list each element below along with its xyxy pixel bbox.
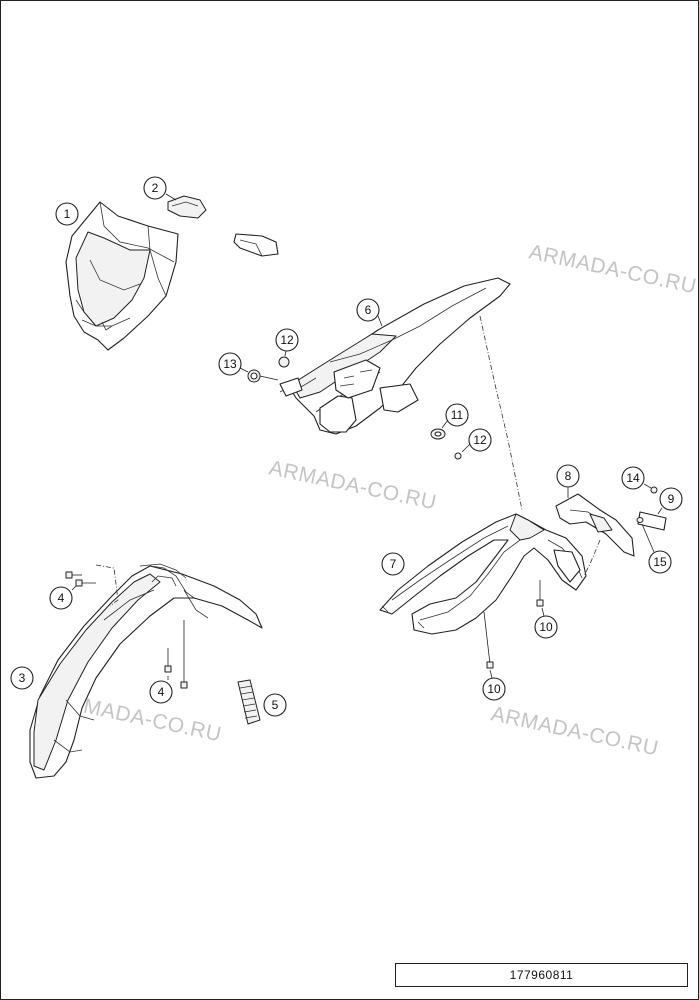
callout-5: 5 (263, 693, 287, 717)
svg-text:10: 10 (487, 682, 501, 696)
svg-text:4: 4 (158, 685, 165, 699)
callout-12-right: 12 (461, 428, 492, 453)
callout-7: 7 (381, 552, 405, 576)
svg-text:4: 4 (58, 591, 65, 605)
callout-10-bottom: 10 (482, 669, 506, 701)
callout-8: 8 (556, 464, 580, 498)
watermark-2: ARMADA-CO.RU (267, 456, 439, 514)
svg-text:7: 7 (390, 557, 397, 571)
svg-text:11: 11 (451, 408, 464, 422)
rubber-strap-part (167, 195, 279, 257)
callout-4-left: 4 (49, 585, 77, 610)
callout-11: 11 (441, 403, 469, 429)
side-panel-bolts-part (483, 580, 544, 669)
document-number: 177960811 (395, 963, 688, 987)
svg-text:3: 3 (19, 671, 26, 685)
fender-sticker-part (237, 679, 261, 725)
front-fender-part (29, 563, 263, 779)
callout-2: 2 (143, 176, 177, 201)
watermark-1: ARMADA-CO.RU (527, 240, 699, 298)
callout-12-top: 12 (275, 328, 299, 357)
svg-text:12: 12 (473, 433, 487, 447)
svg-text:12: 12 (280, 333, 294, 347)
callout-4-bottom: 4 (149, 676, 173, 704)
rear-fender-part (279, 277, 511, 435)
svg-text:9: 9 (668, 492, 675, 506)
callout-15: 15 (641, 523, 672, 574)
alignment-line (479, 315, 523, 511)
watermark-4: ARMADA-CO.RU (489, 702, 661, 760)
callout-9: 9 (657, 487, 683, 515)
callout-10-right: 10 (534, 607, 558, 639)
callout-1: 1 (55, 202, 79, 226)
fender-hardware-part (247, 356, 462, 460)
svg-text:1: 1 (64, 207, 71, 221)
callout-14: 14 (621, 466, 652, 490)
fender-screws-part (65, 564, 188, 689)
plate-bracket-part (555, 486, 667, 577)
svg-text:14: 14 (626, 471, 640, 485)
callout-13: 13 (218, 352, 249, 376)
callout-6: 6 (356, 298, 383, 327)
headlight-mask-part (65, 201, 179, 351)
svg-text:10: 10 (539, 620, 553, 634)
svg-text:5: 5 (272, 698, 279, 712)
side-panel-part (379, 513, 587, 635)
svg-text:15: 15 (653, 555, 667, 569)
callout-3: 3 (10, 666, 34, 690)
svg-text:2: 2 (152, 181, 159, 195)
svg-text:8: 8 (565, 469, 572, 483)
svg-text:13: 13 (223, 357, 237, 371)
svg-text:6: 6 (365, 303, 372, 317)
